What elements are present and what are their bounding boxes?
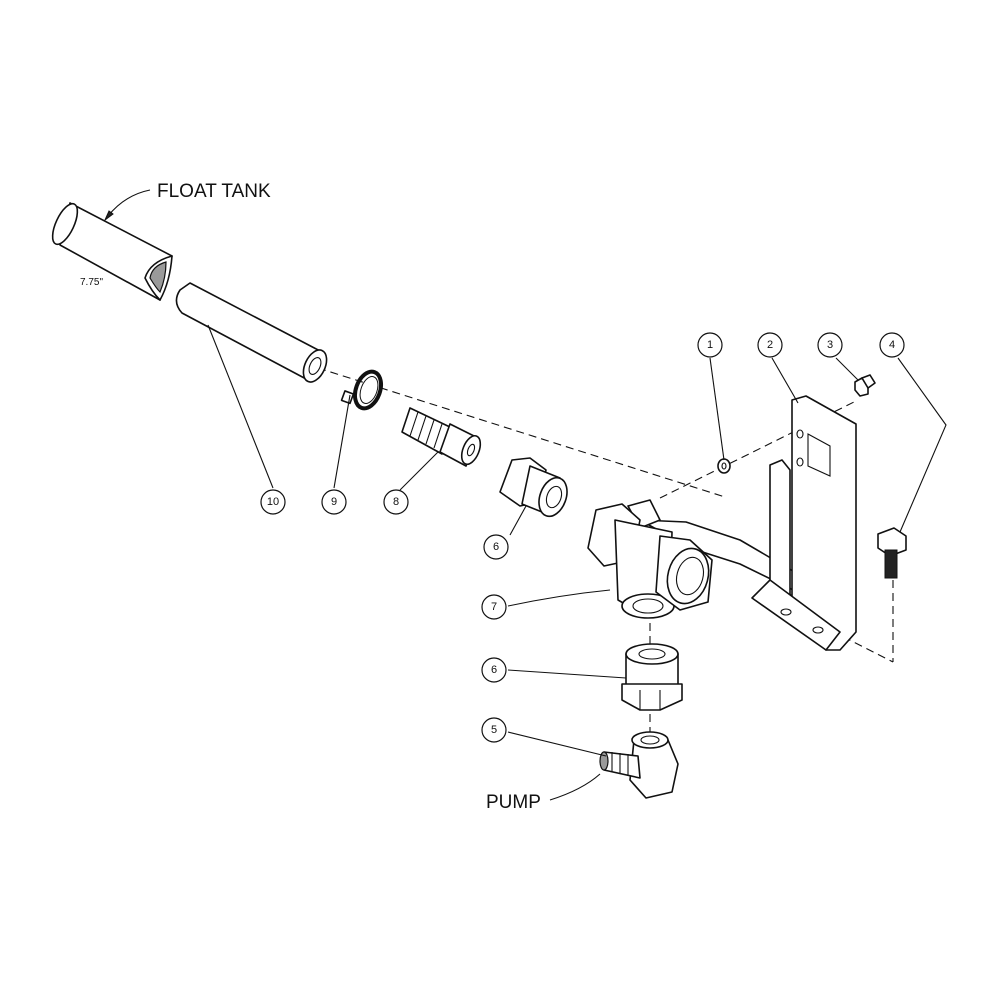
callout-8-number: 8 [393, 496, 399, 508]
part-4-hex-bolt [877, 527, 907, 579]
callout-2-number: 2 [767, 339, 773, 351]
callout-6-upper: 6 [483, 534, 509, 560]
callout-2: 2 [757, 332, 783, 358]
part-9-clamp [340, 369, 384, 411]
callout-3-number: 3 [827, 339, 833, 351]
callout-5: 5 [481, 717, 507, 743]
callout-1-number: 1 [707, 339, 713, 351]
part-7-ball-valve [587, 499, 823, 619]
callout-4-number: 4 [889, 339, 895, 351]
leader-arrowhead [103, 210, 114, 222]
callout-10: 10 [260, 489, 286, 515]
pump-label: PUMP [486, 792, 541, 813]
callout-6-lower: 6 [481, 657, 507, 683]
callout-3: 3 [817, 332, 843, 358]
part-6-upper-bushing [499, 457, 568, 518]
float-tank-label: FLOAT TANK [157, 181, 271, 202]
part-8-barb-fitting [401, 407, 482, 467]
callout-9-number: 9 [331, 496, 337, 508]
callout-6-upper-number: 6 [493, 541, 499, 553]
callout-4: 4 [879, 332, 905, 358]
part-5-elbow-fitting [599, 731, 679, 799]
part-1-washer [717, 458, 731, 474]
callout-1: 1 [697, 332, 723, 358]
callout-7-number: 7 [491, 601, 497, 613]
float-tank-pipe [51, 202, 173, 301]
callout-leaders [207, 324, 947, 757]
callout-10-number: 10 [267, 496, 279, 508]
dimension-label: 7.75" [80, 277, 103, 288]
callout-6-lower-number: 6 [491, 664, 497, 676]
part-6-lower-bushing [621, 643, 683, 711]
part-2-bracket [751, 395, 857, 651]
part-3-screw [854, 374, 876, 397]
callout-5-number: 5 [491, 724, 497, 736]
callout-9: 9 [321, 489, 347, 515]
part-10-hose [175, 282, 328, 383]
callout-7: 7 [481, 594, 507, 620]
callout-8: 8 [383, 489, 409, 515]
